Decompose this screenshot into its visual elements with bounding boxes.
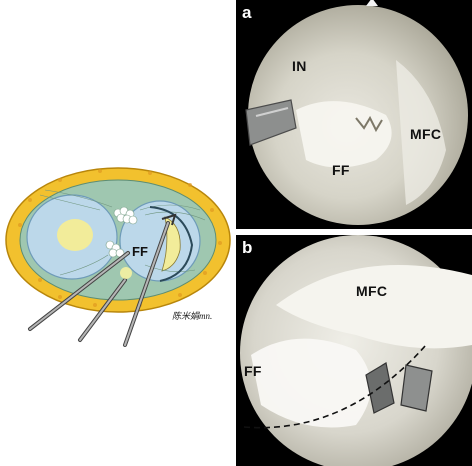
instrument-a xyxy=(245,99,297,146)
panel-a-label-mfc: MFC xyxy=(410,126,442,142)
artist-signature: 陈米娟mn. xyxy=(172,311,213,321)
dashed-tear-line xyxy=(243,344,427,429)
panel-a-letter: a xyxy=(242,3,252,22)
arthroscopy-panel-a: a IN MFC FF xyxy=(236,0,472,229)
panel-b-label-ff: FF xyxy=(244,363,262,379)
illustration-label-ff: FF xyxy=(132,244,148,259)
scope-notch-a xyxy=(366,0,378,6)
meniscus-rim xyxy=(149,206,194,282)
medial-cartilage xyxy=(161,216,181,272)
grasper-tip xyxy=(161,213,177,226)
cruciate-ligaments xyxy=(105,206,138,258)
lateral-cartilage xyxy=(57,219,93,251)
light-glow xyxy=(120,267,132,279)
meniscus-illustration xyxy=(5,167,231,347)
panel-a-label-in: IN xyxy=(292,58,307,74)
arthroscopy-panel-b: b MFC FF xyxy=(236,235,472,466)
panel-a-label-ff: FF xyxy=(332,162,350,178)
panel-a-image xyxy=(236,0,472,229)
panel-b-image xyxy=(236,235,472,466)
panel-b-label-mfc: MFC xyxy=(356,283,388,299)
fibrous-strands xyxy=(39,189,206,276)
panel-b-letter: b xyxy=(242,238,253,257)
instrument-shafts xyxy=(28,221,170,347)
